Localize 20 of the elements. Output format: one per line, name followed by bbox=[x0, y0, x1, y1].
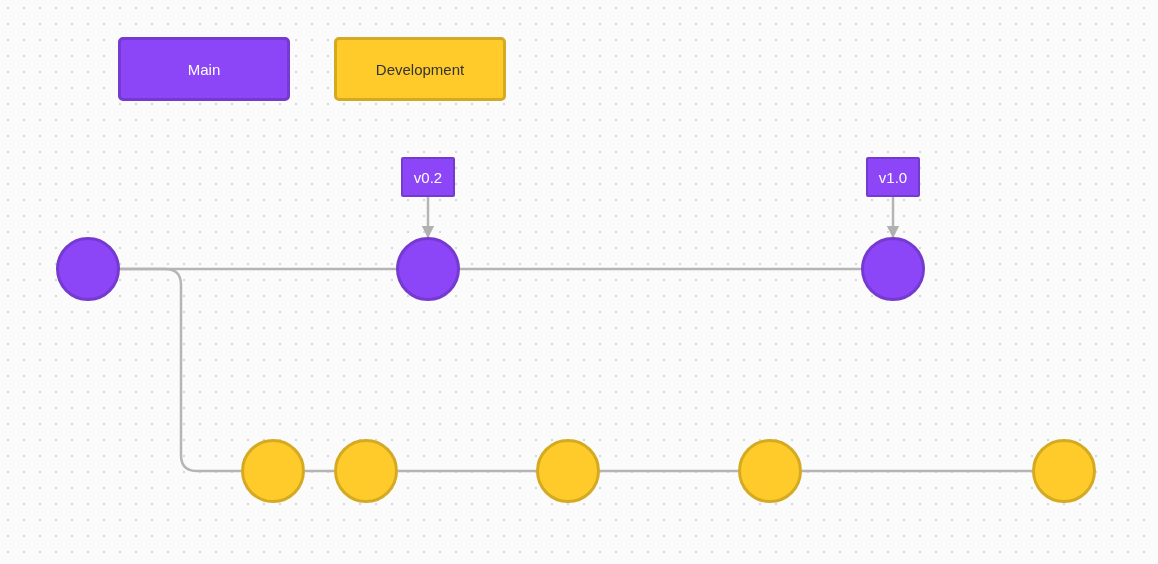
legend-label: Main bbox=[187, 60, 221, 78]
version-tag: v1.0 bbox=[866, 157, 920, 197]
commit-circle bbox=[396, 237, 460, 301]
commit-circle bbox=[738, 439, 802, 503]
branch-line bbox=[460, 267, 861, 271]
branch-line bbox=[398, 469, 536, 473]
branch-line bbox=[802, 469, 1032, 473]
commit-circle bbox=[334, 439, 398, 503]
branch-line bbox=[305, 469, 334, 473]
arrow bbox=[421, 197, 435, 239]
commit-circle bbox=[1032, 439, 1096, 503]
arrow bbox=[886, 197, 900, 239]
version-tag: v0.2 bbox=[401, 157, 455, 197]
commit-circle bbox=[536, 439, 600, 503]
commit-circle bbox=[241, 439, 305, 503]
commit-circle bbox=[861, 237, 925, 301]
legend-label: Development bbox=[375, 60, 465, 78]
branch-line bbox=[120, 267, 241, 473]
branch-line bbox=[600, 469, 738, 473]
commit-circle bbox=[56, 237, 120, 301]
